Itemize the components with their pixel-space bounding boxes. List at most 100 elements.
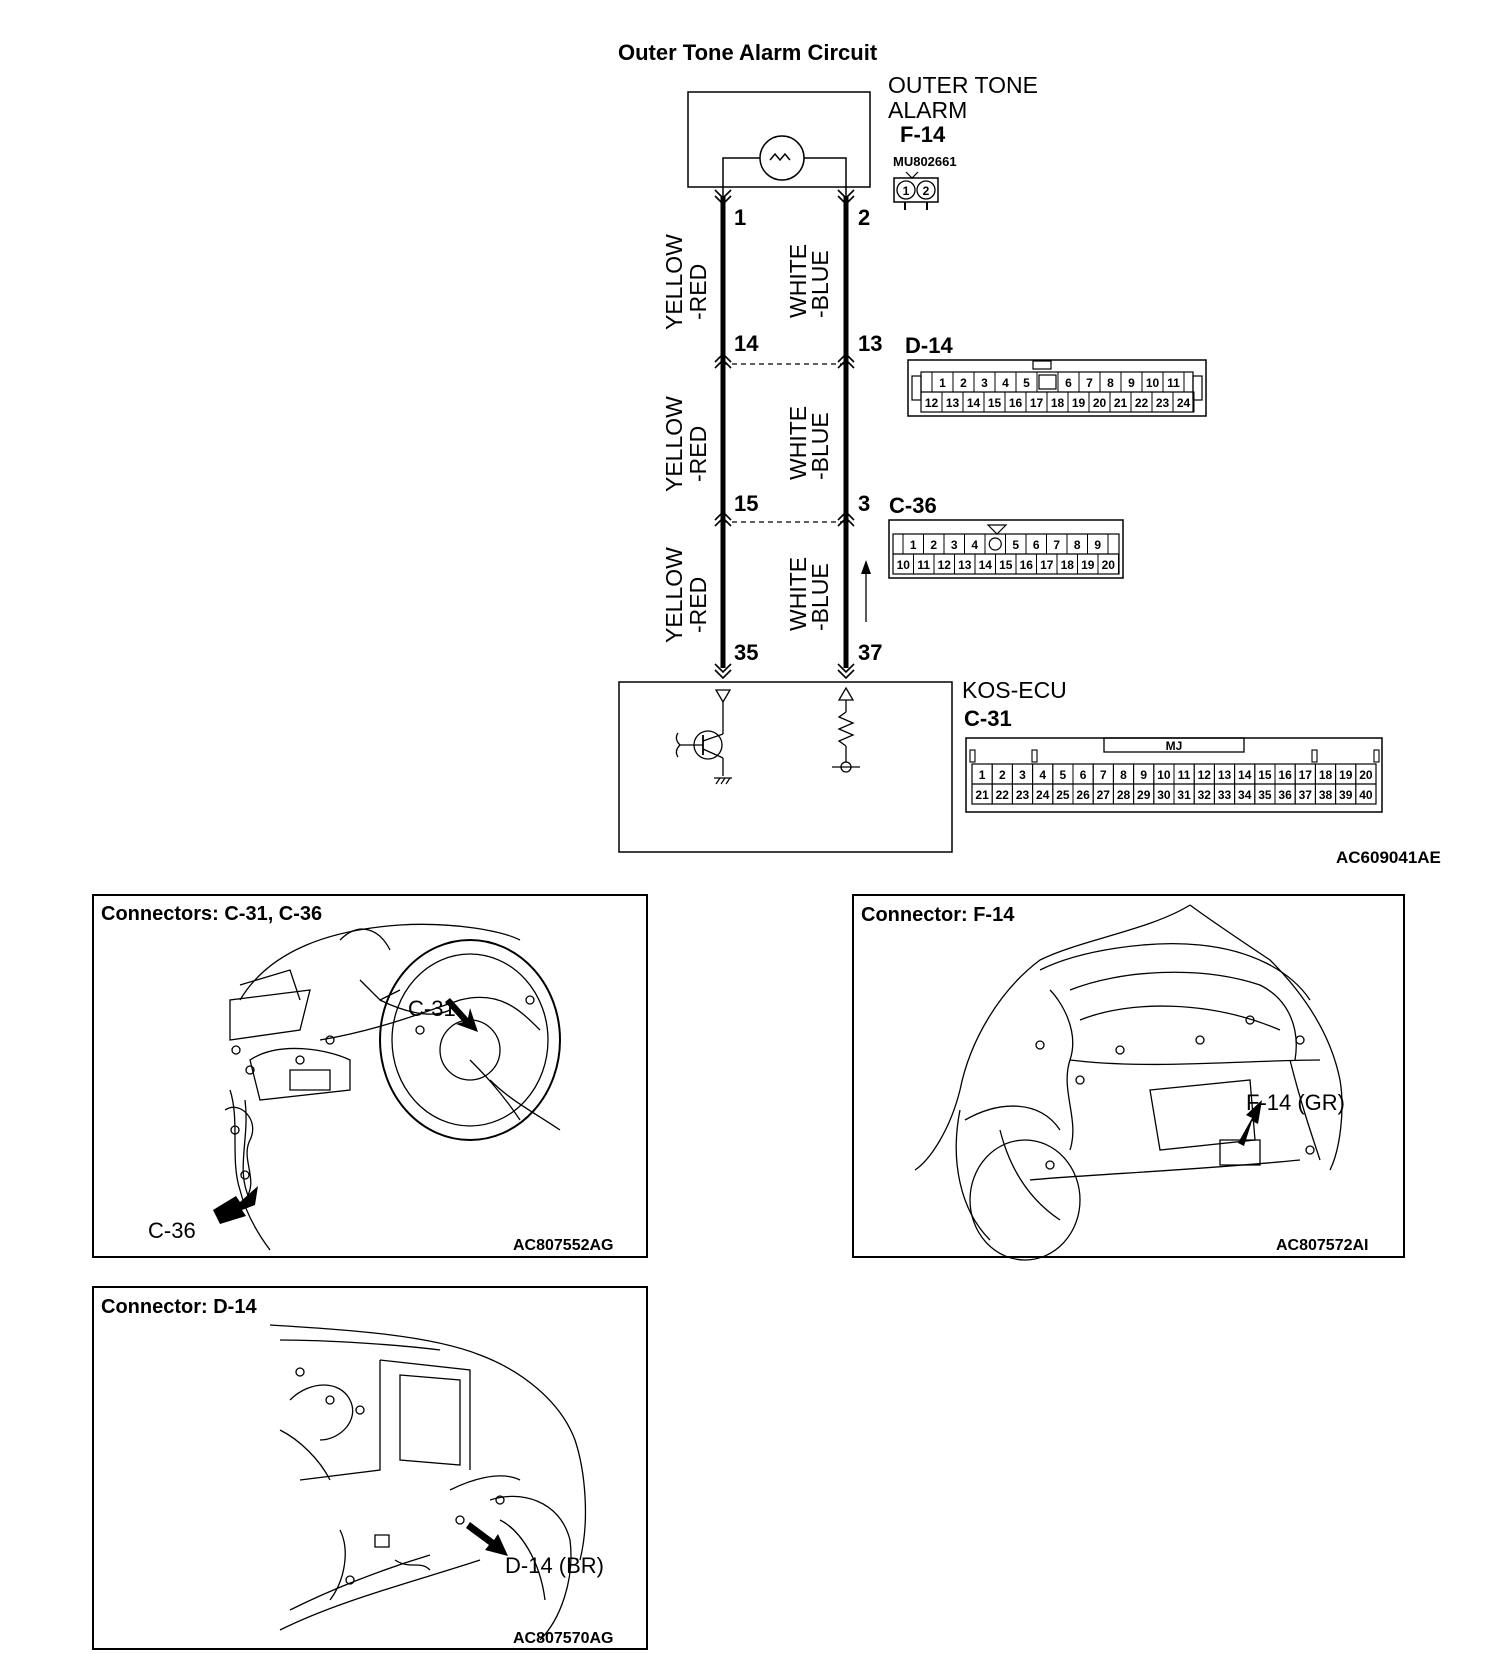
alarm-name-line1: OUTER TONE xyxy=(888,72,1038,98)
pin-number: 26 xyxy=(1076,788,1090,802)
pin-number: 8 xyxy=(1120,768,1127,782)
pin-number: 40 xyxy=(1359,788,1373,802)
panel-f14-title: Connector: F-14 xyxy=(861,904,1015,926)
pin-number: 17 xyxy=(1040,558,1054,572)
pin-number: 35 xyxy=(1258,788,1272,802)
panel-d14-title: Connector: D-14 xyxy=(101,1296,257,1318)
key-slot xyxy=(988,537,1002,551)
pin-number: 4 xyxy=(971,538,978,552)
pin-number: 13 xyxy=(958,558,972,572)
pin-number: 24 xyxy=(1177,396,1191,410)
terminal-c36-right: 3 xyxy=(858,491,870,516)
pin-number: 15 xyxy=(988,396,1002,410)
wire-color-right-2a: WHITE xyxy=(785,406,811,480)
terminal-alarm-left: 1 xyxy=(734,205,746,230)
terminal-d14-right: 13 xyxy=(858,331,882,356)
kos-ecu-box xyxy=(618,681,953,853)
resistor-icon xyxy=(837,711,855,747)
panel-c36-callout: C-36 xyxy=(148,1218,196,1243)
pin-number: 1 xyxy=(939,376,946,390)
pin-number: 18 xyxy=(1319,768,1333,782)
arrow-icon xyxy=(466,1522,508,1556)
ecu-name: KOS-ECU xyxy=(962,677,1067,703)
panel-c31-c36-title: Connectors: C-31, C-36 xyxy=(101,903,322,925)
pin-number: 20 xyxy=(1102,558,1116,572)
wire-color-right-1b: -BLUE xyxy=(807,250,833,318)
wire-color-right-1a: WHITE xyxy=(785,244,811,318)
d14-label: D-14 xyxy=(905,333,953,358)
pin-number: 4 xyxy=(1039,768,1046,782)
panel-d14 xyxy=(92,1286,648,1650)
pin-cell xyxy=(1172,391,1195,413)
alarm-connector-label: F-14 xyxy=(900,122,946,147)
pin-number: 39 xyxy=(1339,788,1353,802)
panel-f14-callout: F-14 (GR) xyxy=(1246,1090,1345,1115)
pin-number: 11 xyxy=(1178,768,1191,782)
wire-color-left-1b: -RED xyxy=(685,264,711,320)
pin-cell xyxy=(1097,553,1119,575)
wire-color-right-3a: WHITE xyxy=(785,557,811,631)
pin-number: 20 xyxy=(1093,396,1107,410)
pin-number: 12 xyxy=(925,396,939,410)
panel-c31-callout: C-31 xyxy=(408,996,456,1021)
pin-number: 6 xyxy=(1080,768,1087,782)
pin-number: 25 xyxy=(1056,788,1070,802)
pin-number: 32 xyxy=(1198,788,1212,802)
pin-number: 19 xyxy=(1081,558,1095,572)
pin-number: 16 xyxy=(1020,558,1034,572)
terminal-alarm-right: 2 xyxy=(858,205,870,230)
arrow-icon xyxy=(213,998,478,1224)
c36-label: C-36 xyxy=(889,493,937,518)
alarm-part-number: MU802661 xyxy=(893,154,957,169)
f14-pin-2: 2 xyxy=(923,184,930,198)
pin-number: 17 xyxy=(1030,396,1044,410)
pin-number: 11 xyxy=(917,558,930,572)
pin-number: 21 xyxy=(1114,396,1128,410)
pin-number: 18 xyxy=(1051,396,1065,410)
panel-f14 xyxy=(852,894,1405,1261)
dashboard-illustration xyxy=(224,923,561,1251)
pin-number: 36 xyxy=(1278,788,1292,802)
wire-color-left-3a: YELLOW xyxy=(661,547,687,643)
wire-color-left-1a: YELLOW xyxy=(661,234,687,330)
pin-number: 22 xyxy=(1135,396,1149,410)
pin-number: 1 xyxy=(979,768,986,782)
pin-number: 19 xyxy=(1072,396,1086,410)
pin-number: 38 xyxy=(1319,788,1333,802)
pin-number: 10 xyxy=(1157,768,1171,782)
pin-number: 13 xyxy=(1218,768,1232,782)
wire-color-left-2b: -RED xyxy=(685,426,711,482)
pin-number: 10 xyxy=(1146,376,1160,390)
pin-cell xyxy=(1355,783,1377,805)
pin-number: 13 xyxy=(946,396,960,410)
pin-number: 33 xyxy=(1218,788,1232,802)
pin-number: 10 xyxy=(897,558,911,572)
pin-number: 20 xyxy=(1359,768,1373,782)
wire-color-left-3b: -RED xyxy=(685,577,711,633)
pin-number: 28 xyxy=(1117,788,1131,802)
pin-number: 29 xyxy=(1137,788,1151,802)
pin-number: 12 xyxy=(938,558,952,572)
pin-number: 15 xyxy=(1258,768,1272,782)
pin-number: 5 xyxy=(1012,538,1019,552)
pin-number: 1 xyxy=(910,538,917,552)
pin-number: 9 xyxy=(1094,538,1101,552)
pin-number: 2 xyxy=(999,768,1006,782)
pin-number: 15 xyxy=(999,558,1013,572)
pin-number: 23 xyxy=(1156,396,1170,410)
panel-c31-c36-code: AC807552AG xyxy=(513,1237,614,1254)
pin-number: 14 xyxy=(979,558,993,572)
pin-number: 5 xyxy=(1060,768,1067,782)
key-slot xyxy=(1038,374,1057,390)
pin-number: 37 xyxy=(1299,788,1313,802)
pin-number: 7 xyxy=(1100,768,1107,782)
pin-number: 14 xyxy=(967,396,981,410)
pin-number: 12 xyxy=(1198,768,1212,782)
figure-code-main: AC609041AE xyxy=(1336,848,1441,867)
alarm-name-line2: ALARM xyxy=(888,97,967,123)
pin-number: 19 xyxy=(1339,768,1353,782)
terminal-ecu-left: 35 xyxy=(734,640,758,665)
pin-number: 2 xyxy=(960,376,967,390)
